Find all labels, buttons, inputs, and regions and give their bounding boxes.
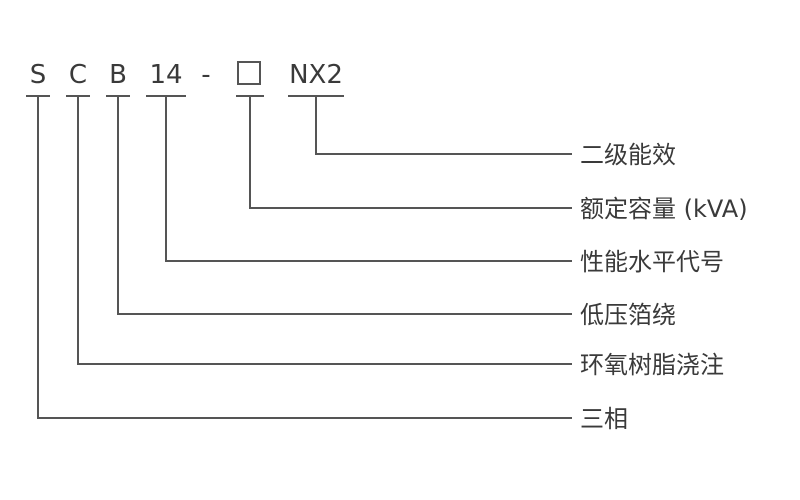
label-insulation: 环氧树脂浇注 [580,351,724,379]
leader-efficiency [315,96,572,155]
label-capacity: 额定容量 (kVA) [580,195,748,223]
code-dash: - [201,60,210,90]
code-b: B [109,60,127,90]
label-performance: 性能水平代号 [580,248,724,276]
leader-performance [165,96,572,262]
code-performance-14: 14 [149,60,182,90]
label-winding: 低压箔绕 [580,301,676,329]
code-nx2: NX2 [289,60,343,90]
label-phase: 三相 [580,405,628,433]
leader-phase [37,96,572,419]
code-s: S [30,60,47,90]
leader-insulation [77,96,572,365]
label-efficiency: 二级能效 [580,141,676,169]
leader-winding [117,96,572,315]
code-c: C [69,60,87,90]
capacity-placeholder-box [237,61,261,85]
leader-capacity [249,96,572,209]
